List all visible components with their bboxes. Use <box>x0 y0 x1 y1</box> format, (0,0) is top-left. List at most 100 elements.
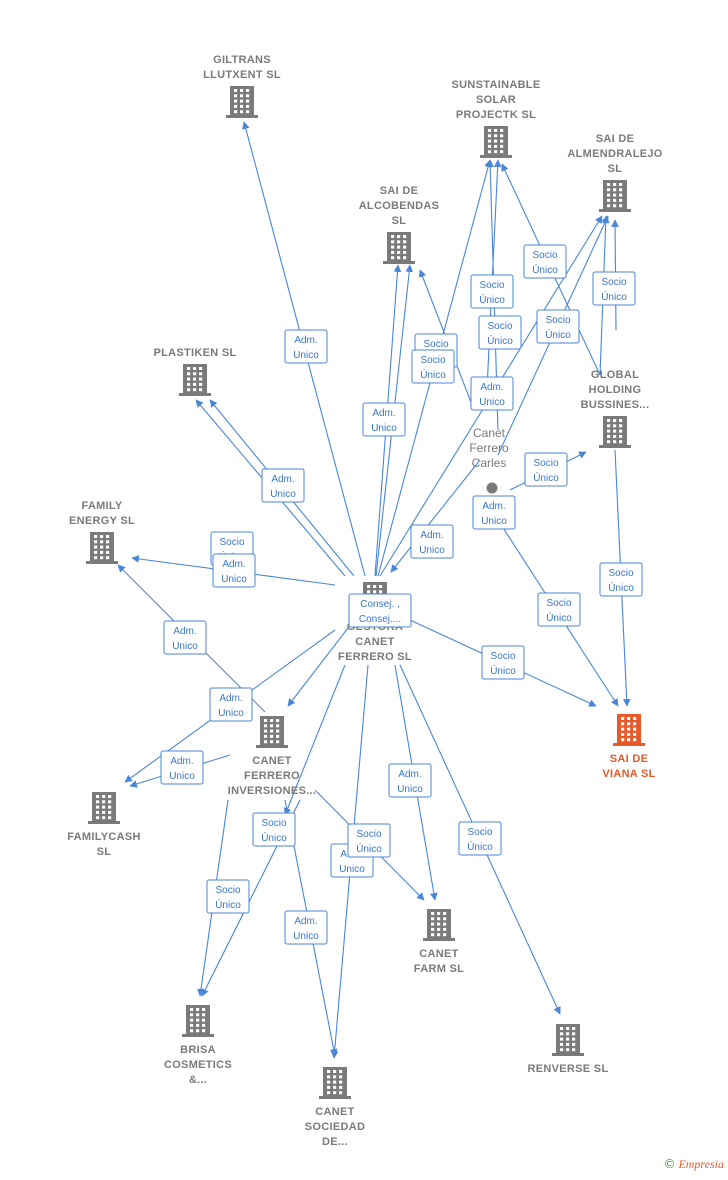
node-label-line: Carles <box>472 456 507 470</box>
copyright-icon: © <box>663 1157 676 1171</box>
relation-badge[interactable]: Adm.Unico <box>284 329 328 364</box>
badge-label-line: Socio <box>490 651 515 662</box>
node-label-line: ALCOBENDAS <box>359 200 440 212</box>
badge-label-line: Adm. <box>294 916 317 927</box>
relation-badge[interactable]: Adm. Unico <box>284 910 328 945</box>
badge-label-line: Adm. <box>482 501 505 512</box>
badge-label-line: Socio <box>420 355 445 366</box>
badge-label-line: Adm. <box>372 408 395 419</box>
building-icon <box>480 126 512 158</box>
relation-badge[interactable]: Adm.Unico <box>160 750 204 785</box>
relation-badge[interactable]: Adm. Unico <box>470 376 514 411</box>
node-label-line: GLOBAL <box>591 369 639 381</box>
brand-name: Empresia <box>678 1157 724 1171</box>
badge-label-line: Unico <box>293 931 319 942</box>
node-label-line: SAI DE <box>596 133 634 145</box>
node-global[interactable]: GLOBALHOLDINGBUSSINES... <box>581 369 650 448</box>
badge-box <box>284 329 328 364</box>
node-label-line: SL <box>97 846 112 858</box>
node-label-line: RENVERSE SL <box>528 1063 609 1075</box>
relation-badge[interactable]: Adm.Unico <box>209 687 253 722</box>
building-icon <box>423 909 455 941</box>
badge-label-line: Único <box>479 293 505 306</box>
badge-box <box>524 452 568 487</box>
badge-box <box>481 645 525 680</box>
badge-box <box>252 812 296 847</box>
building-icon <box>319 1067 351 1099</box>
relation-edge <box>390 459 481 573</box>
relation-edge <box>283 664 346 816</box>
node-plastiken[interactable]: PLASTIKEN SL <box>153 347 236 396</box>
relation-badge[interactable]: Adm.Unico <box>362 402 406 437</box>
badge-label-line: Socio <box>261 818 286 829</box>
badge-label-line: Único <box>487 334 513 347</box>
badge-box <box>410 524 454 559</box>
building-icon <box>599 416 631 448</box>
badge-label-line: Socio <box>356 829 381 840</box>
node-label-line: CANET <box>315 1106 354 1118</box>
node-sociedad[interactable]: CANETSOCIEDADDE... <box>305 1067 365 1148</box>
node-renverse[interactable]: RENVERSE SL <box>528 1024 609 1075</box>
building-icon <box>613 714 645 746</box>
footer-brand[interactable]: ©Empresia <box>663 1157 724 1172</box>
node-label-line: Canet <box>473 426 506 440</box>
badge-box <box>592 271 636 306</box>
relation-badge[interactable]: Adm. Unico <box>472 495 516 530</box>
badge-label-line: Unico <box>221 574 247 585</box>
relation-badge[interactable]: Adm.Unico <box>212 553 256 588</box>
node-label-line: PLASTIKEN SL <box>153 347 236 359</box>
badge-label-line: Unico <box>481 516 507 527</box>
building-icon <box>256 716 288 748</box>
relation-edge <box>287 627 349 707</box>
badge-box <box>209 687 253 722</box>
badge-label-line: Unico <box>270 489 296 500</box>
badge-box <box>411 349 455 384</box>
node-brisa[interactable]: BRISACOSMETICS&... <box>164 1005 232 1086</box>
badges-layer: Adm.UnicoSocioÚnicoSocioÚnicoSocioÚnicoS… <box>160 244 643 945</box>
badge-box <box>362 402 406 437</box>
badge-label-line: Consej.... <box>359 614 401 625</box>
badge-label-line: Único <box>533 471 559 484</box>
relation-badge[interactable]: Adm.Unico <box>261 468 305 503</box>
badge-box <box>212 553 256 588</box>
badge-label-line: Adm. <box>480 382 503 393</box>
node-label-line: CANET <box>252 755 291 767</box>
relation-badge[interactable]: Adm.Unico <box>388 763 432 798</box>
badge-label-line: Único <box>545 328 571 341</box>
relation-badge[interactable]: Consej. ,Consej.... <box>348 593 412 628</box>
relation-badge[interactable]: Adm.Unico <box>163 620 207 655</box>
node-label-line: SAI DE <box>610 753 648 765</box>
badge-label-line: Adm. <box>398 769 421 780</box>
building-icon <box>179 364 211 396</box>
node-label-line: ALMENDRALEJO <box>567 148 662 160</box>
badge-label-line: Adm. <box>173 626 196 637</box>
badge-label-line: Unico <box>479 397 505 408</box>
relation-badge[interactable]: Adm.Unico <box>410 524 454 559</box>
node-inversiones[interactable]: CANETFERREROINVERSIONES... <box>228 716 317 797</box>
node-label-line: CANET <box>419 948 458 960</box>
badge-label-line: Único <box>215 898 241 911</box>
